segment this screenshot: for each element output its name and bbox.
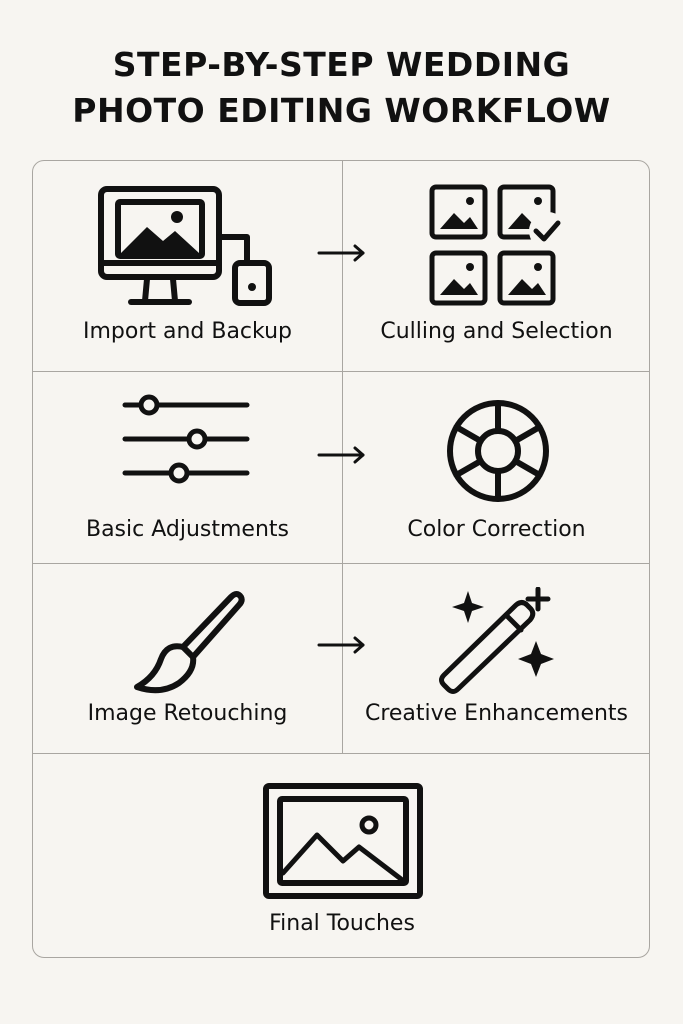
step-label: Creative Enhancements: [364, 701, 629, 726]
step-culling-and-selection: Culling and Selection: [342, 161, 649, 371]
column-divider: [342, 161, 343, 753]
framed-picture-icon: [263, 783, 423, 899]
page-title: STEP-BY-STEP WEDDING PHOTO EDITING WORKF…: [0, 42, 683, 134]
color-wheel-icon: [447, 400, 549, 502]
title-line-2: PHOTO EDITING WORKFLOW: [72, 91, 611, 130]
arrow-right-icon: [317, 636, 365, 654]
step-label: Basic Adjustments: [85, 517, 289, 542]
computer-with-drive-icon: [98, 186, 272, 306]
step-image-retouching: Image Retouching: [33, 563, 342, 753]
row-divider: [33, 371, 649, 372]
step-creative-enhancements: Creative Enhancements: [342, 563, 649, 753]
step-label: Image Retouching: [87, 701, 288, 726]
arrow-right-icon: [317, 244, 365, 262]
row-divider: [33, 563, 649, 564]
step-basic-adjustments: Basic Adjustments: [33, 371, 342, 563]
arrow-right-icon: [317, 446, 365, 464]
step-label: Culling and Selection: [380, 319, 613, 344]
magic-wand-icon: [439, 587, 554, 694]
step-label: Final Touches: [269, 911, 415, 936]
step-final-touches: Final Touches: [33, 753, 649, 957]
step-label: Color Correction: [407, 517, 586, 542]
step-import-and-backup: Import and Backup: [33, 161, 342, 371]
photo-grid-check-icon: [429, 184, 563, 306]
step-label: Import and Backup: [82, 319, 293, 344]
row-divider: [33, 753, 649, 754]
title-line-1: STEP-BY-STEP WEDDING: [112, 45, 571, 84]
step-color-correction: Color Correction: [342, 371, 649, 563]
sliders-icon: [122, 394, 250, 484]
paintbrush-icon: [134, 591, 245, 694]
workflow-grid: Import and Backup: [32, 160, 650, 958]
